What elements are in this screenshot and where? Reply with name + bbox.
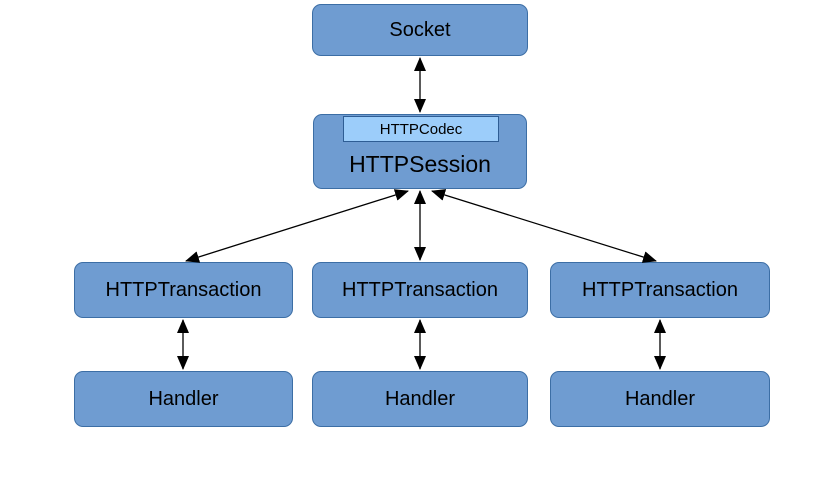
node-http-transaction-1-label: HTTPTransaction <box>105 278 262 301</box>
node-http-codec: HTTPCodec <box>343 116 499 142</box>
node-socket-label: Socket <box>389 18 451 41</box>
node-handler-2-label: Handler <box>384 387 456 410</box>
edge-session-transaction-3 <box>431 189 657 263</box>
edge-session-transaction-1 <box>185 189 409 263</box>
node-handler-2: Handler <box>312 371 528 427</box>
node-handler-1-label: Handler <box>148 387 219 410</box>
node-http-session-label: HTTPSession <box>349 151 491 177</box>
node-http-transaction-1: HTTPTransaction <box>74 262 293 318</box>
node-http-session: HTTPCodec HTTPSession <box>313 114 527 189</box>
node-http-transaction-2-label: HTTPTransaction <box>342 278 498 301</box>
node-http-transaction-2: HTTPTransaction <box>312 262 528 318</box>
node-http-codec-label: HTTPCodec <box>379 120 463 138</box>
node-handler-3: Handler <box>550 371 770 427</box>
node-socket: Socket <box>312 4 528 56</box>
node-handler-1: Handler <box>74 371 293 427</box>
node-http-transaction-3-label: HTTPTransaction <box>582 278 738 301</box>
node-handler-3-label: Handler <box>624 387 696 410</box>
node-http-transaction-3: HTTPTransaction <box>550 262 770 318</box>
